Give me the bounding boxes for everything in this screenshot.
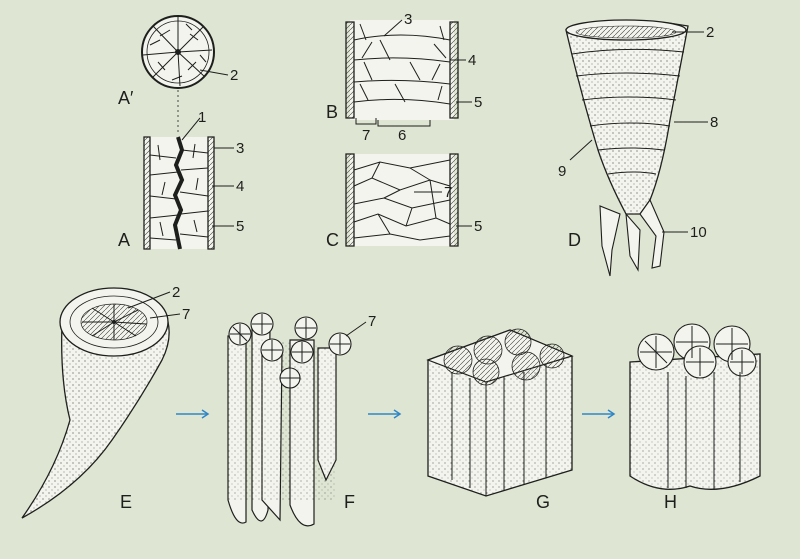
figure-c: 7 5 C: [326, 153, 482, 250]
d-label-10: 10: [690, 224, 707, 241]
d-root-1: [599, 205, 621, 277]
a-right-wall: [207, 136, 215, 250]
c-label-5: 5: [474, 218, 482, 235]
b-label-6: 6: [398, 127, 406, 144]
c-section-body: [350, 154, 454, 246]
b-label-5: 5: [474, 94, 482, 111]
figure-f: 7 F: [227, 312, 376, 527]
b-letter: B: [326, 102, 338, 122]
c-label-7: 7: [444, 184, 452, 201]
d-label-2: 2: [706, 24, 714, 41]
e-letter: E: [120, 492, 132, 512]
a-label-3: 3: [236, 140, 244, 157]
figure-g: G: [426, 328, 574, 512]
h-letter: H: [664, 492, 677, 512]
d-corallite-stipple: [566, 20, 688, 214]
b-label-3: 3: [404, 11, 412, 28]
g-letter: G: [536, 492, 550, 512]
c-right-wall: [449, 153, 459, 247]
c-letter: C: [326, 230, 339, 250]
a-label-5: 5: [236, 218, 244, 235]
figure-h: H: [629, 323, 761, 512]
e-label-7: 7: [182, 306, 190, 323]
c-left-wall: [345, 153, 355, 247]
figure-e: 2 7 E: [21, 284, 190, 519]
d-letter: D: [568, 230, 581, 250]
figure-a-prime: 2 A′: [118, 15, 238, 135]
figure-a: 1 3 4 5 A: [118, 109, 244, 250]
figure-d: 2 8 9 10 D: [558, 19, 718, 277]
a-letter: A: [118, 230, 130, 250]
a-label-1: 1: [198, 109, 206, 126]
e-label-2: 2: [172, 284, 180, 301]
figure-b: 3 4 5 7 6 B: [326, 11, 482, 144]
d-label-9: 9: [558, 163, 566, 180]
d-root-3: [639, 198, 665, 269]
arrow-e-to-f: [176, 409, 210, 419]
b-left-wall: [345, 21, 355, 119]
d-root-2: [625, 212, 641, 272]
a-prime-label-2: 2: [230, 67, 238, 84]
f-label-7: 7: [368, 313, 376, 330]
f-letter: F: [344, 492, 355, 512]
b-right-wall: [449, 21, 459, 119]
a-left-wall: [143, 136, 151, 250]
arrow-f-to-g: [368, 409, 402, 419]
d-label-8: 8: [710, 114, 718, 131]
a-prime-letter: A′: [118, 88, 134, 108]
a-prime-disc: [141, 15, 215, 89]
b-label-4: 4: [468, 52, 476, 69]
e-corallite-stipple: [22, 322, 170, 518]
a-label-4: 4: [236, 178, 244, 195]
a-columella: [172, 136, 185, 250]
b-label-7: 7: [362, 127, 370, 144]
arrow-g-to-h: [582, 409, 616, 419]
